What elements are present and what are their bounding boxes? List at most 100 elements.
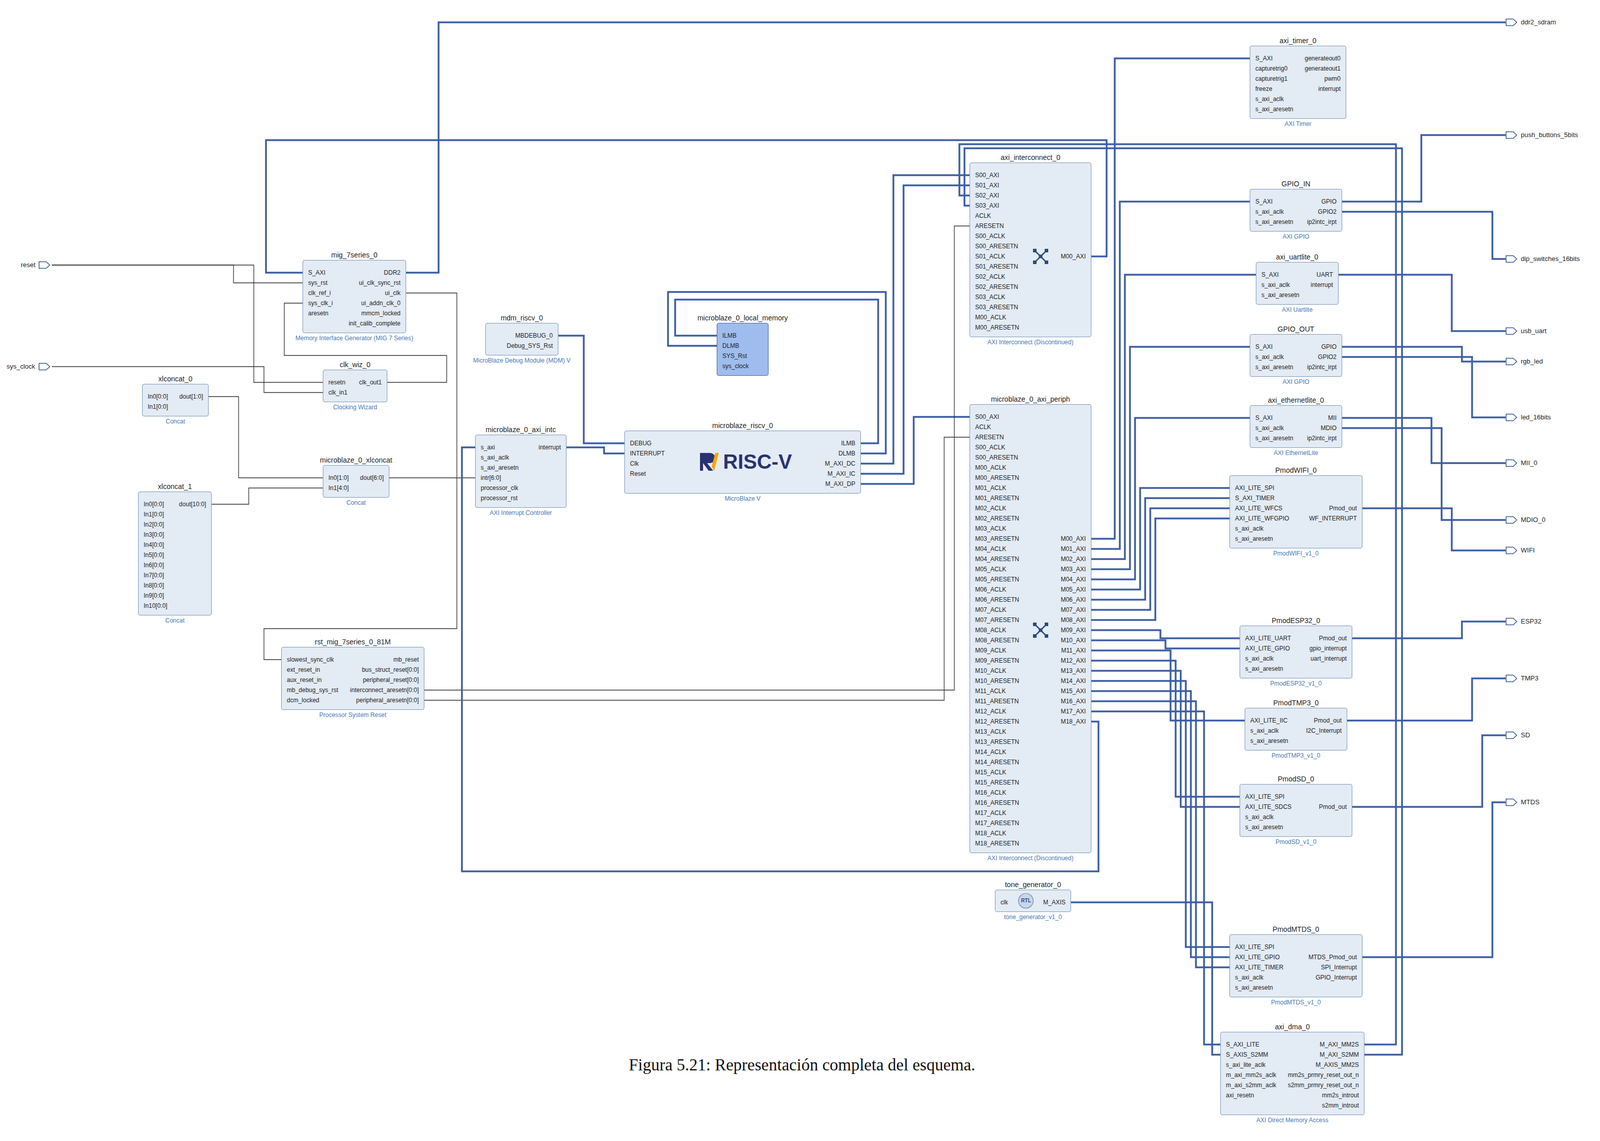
port-name: AXI_LITE_SPI	[1235, 942, 1275, 951]
signal-wire	[51, 264, 323, 383]
port-name: S00_ACLK	[975, 443, 1006, 452]
port-name: M08_AXI	[1060, 615, 1086, 624]
block-subtitle: AXI Uartlite	[1280, 305, 1314, 314]
bus-connection	[566, 447, 625, 454]
port-name: s_axi_aresetn	[1235, 534, 1274, 543]
port-name: M11_ACLK	[975, 686, 1006, 695]
block-title: microblaze_0_axi_intc	[484, 425, 558, 434]
port-name: aux_reset_in	[286, 675, 322, 684]
port-name: sys_clock	[6, 362, 36, 371]
bus-connection	[1091, 629, 1240, 639]
port-name: s_axi_aclk	[1250, 726, 1279, 735]
port-name: S03_ACLK	[975, 292, 1006, 302]
port-name: Debug_SYS_Rst	[506, 341, 553, 350]
port-name: DEBUG	[629, 439, 652, 448]
bus-connection	[1342, 427, 1506, 520]
block-title: PmodESP32_0	[1270, 616, 1322, 625]
port-name: pwm0	[1324, 74, 1341, 83]
port-name: s_axi_aresetn	[1235, 983, 1274, 992]
block-title: microblaze_0_local_memory	[696, 313, 789, 322]
port-name: M05_ACLK	[975, 564, 1007, 574]
block-subtitle: Concat	[163, 616, 186, 625]
port-name: M15_ACLK	[975, 768, 1007, 777]
port-name: clk_in1	[328, 388, 348, 397]
port-name: s_axi_aclk	[1235, 524, 1264, 533]
signal-wire	[51, 264, 303, 283]
port-pin: rgb_led	[1505, 356, 1545, 367]
port-name: M02_ARESETN	[975, 514, 1020, 523]
port-name: s2mm_introut	[1321, 1101, 1359, 1110]
port-name: s2mm_prmry_reset_out_n	[1287, 1080, 1359, 1089]
block-subtitle: PmodSD_v1_0	[1274, 837, 1318, 846]
port-name: clk_out1	[358, 378, 382, 387]
bus-connection	[1091, 497, 1230, 600]
bus-connection	[964, 148, 1403, 1055]
port-symbol	[1505, 674, 1518, 683]
block-title: axi_dma_0	[1274, 1022, 1312, 1031]
bus-connection	[1352, 621, 1506, 639]
ip-block: mdm_riscv_0MBDEBUG_0Debug_SYS_RstMicroBl…	[485, 322, 559, 356]
port-name: sys_rst	[308, 278, 328, 287]
block-subtitle: AXI GPIO	[1281, 377, 1311, 386]
port-name: In1[0:0]	[143, 510, 164, 519]
port-name: mm2s_introut	[1321, 1090, 1359, 1099]
port-name: M12_ACLK	[975, 707, 1007, 716]
port-name: s_axi_lite_aclk	[1225, 1060, 1266, 1069]
port-name: AXI_LITE_SPI	[1245, 792, 1285, 801]
port-name: axi_resetn	[1225, 1090, 1254, 1099]
ip-block: rst_mig_7series_0_81Mslowest_sync_clkext…	[281, 646, 425, 710]
port-name: WF_INTERRUPT	[1309, 514, 1357, 523]
port-name: mm2s_prmry_reset_out_n	[1287, 1070, 1359, 1079]
bus-connection	[1071, 902, 1221, 1055]
bus-connection	[1342, 135, 1506, 202]
bus-connection	[1342, 346, 1506, 362]
port-symbol	[1505, 357, 1518, 366]
port-name: M15_ARESETN	[975, 778, 1020, 787]
port-name: ESP32	[1520, 617, 1542, 626]
block-subtitle: MicroBlaze V	[723, 494, 762, 503]
port-name: ILMB	[841, 439, 856, 448]
port-name: GPIO	[1321, 197, 1337, 206]
port-name: DLMB	[838, 449, 856, 458]
port-name: AXI_LITE_TIMER	[1235, 962, 1284, 972]
port-name: UART	[1316, 270, 1333, 279]
block-title: GPIO_OUT	[1276, 324, 1316, 333]
port-name: M08_ACLK	[975, 625, 1007, 635]
port-name: s_axi_aclk	[1255, 423, 1284, 432]
port-name: GPIO2	[1317, 352, 1337, 361]
port-name: Pmod_out	[1318, 802, 1347, 811]
port-name: S_AXI	[308, 268, 326, 277]
port-symbol	[1505, 18, 1518, 27]
port-name: resetn	[328, 378, 346, 387]
port-name: M08_ARESETN	[975, 636, 1020, 645]
port-name: M03_ARESETN	[975, 534, 1020, 543]
block-subtitle: Concat	[345, 498, 367, 507]
port-name: generateout1	[1304, 64, 1341, 73]
port-name: mmcm_locked	[361, 309, 401, 318]
port-pin: MTDS	[1505, 796, 1541, 808]
port-name: M07_AXI	[1060, 605, 1086, 614]
port-name: S00_ARESETN	[975, 453, 1019, 462]
ip-block: axi_interconnect_0S00_AXIS01_AXIS02_AXIS…	[969, 162, 1092, 338]
port-name: GPIO2	[1317, 207, 1337, 216]
logo: RISC-V	[698, 450, 793, 473]
port-name: M13_ACLK	[975, 727, 1007, 736]
ip-block: GPIO_OUTS_AXIs_axi_aclks_axi_aresetnGPIO…	[1249, 334, 1343, 377]
port-name: M14_ARESETN	[975, 757, 1020, 766]
port-name: M12_ARESETN	[975, 717, 1020, 726]
port-name: M09_ACLK	[975, 646, 1007, 655]
port-name: s_axi_aresetn	[1255, 217, 1294, 226]
port-name: clk	[1000, 897, 1009, 907]
block-subtitle: Concat	[164, 417, 186, 426]
block-title: PmodTMP3_0	[1272, 698, 1320, 707]
port-pin: MDIO_0	[1505, 514, 1547, 525]
port-name: M_AXI_MM2S	[1319, 1040, 1359, 1049]
port-name: M18_ARESETN	[975, 839, 1020, 848]
port-symbol	[1505, 254, 1518, 263]
figure-caption: Figura 5.21: Representación completa del…	[628, 1054, 976, 1075]
port-name: M00_AXI	[1060, 534, 1086, 543]
port-name: Reset	[629, 469, 646, 478]
bus-connection	[675, 299, 879, 444]
block-subtitle: PmodMTDS_v1_0	[1270, 997, 1322, 1007]
port-name: M03_AXI	[1060, 564, 1086, 574]
